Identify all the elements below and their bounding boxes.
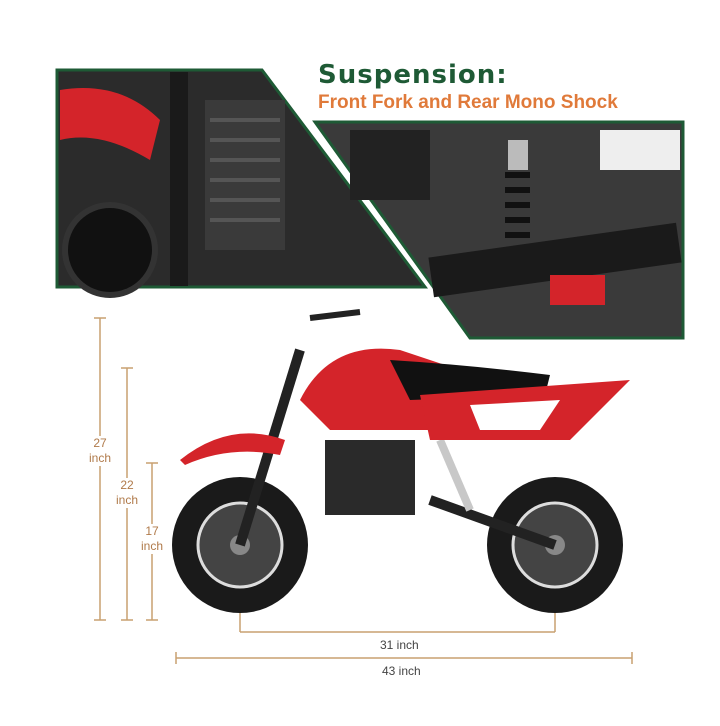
front-fork-closeup (55, 68, 429, 298)
dimension-value: 17 (145, 524, 159, 538)
dirt-bike (172, 309, 630, 613)
dimension-height-footpeg: 17 inch (136, 524, 168, 554)
dimension-value: 22 (120, 478, 134, 492)
dimension-height-seat: 22 inch (111, 478, 143, 508)
section-title: Suspension: (318, 60, 508, 90)
rear-shock-closeup (312, 120, 685, 340)
dimension-height-total: 27 inch (84, 436, 116, 466)
dimension-wheelbase: 31 inch (380, 638, 419, 652)
dimension-unit: inch (115, 493, 138, 507)
dimension-unit: inch (88, 451, 111, 465)
dimension-unit: inch (140, 539, 163, 553)
dimension-length: 43 inch (382, 664, 421, 678)
dimension-value: 27 (93, 436, 107, 450)
section-subtitle: Front Fork and Rear Mono Shock (318, 92, 618, 113)
